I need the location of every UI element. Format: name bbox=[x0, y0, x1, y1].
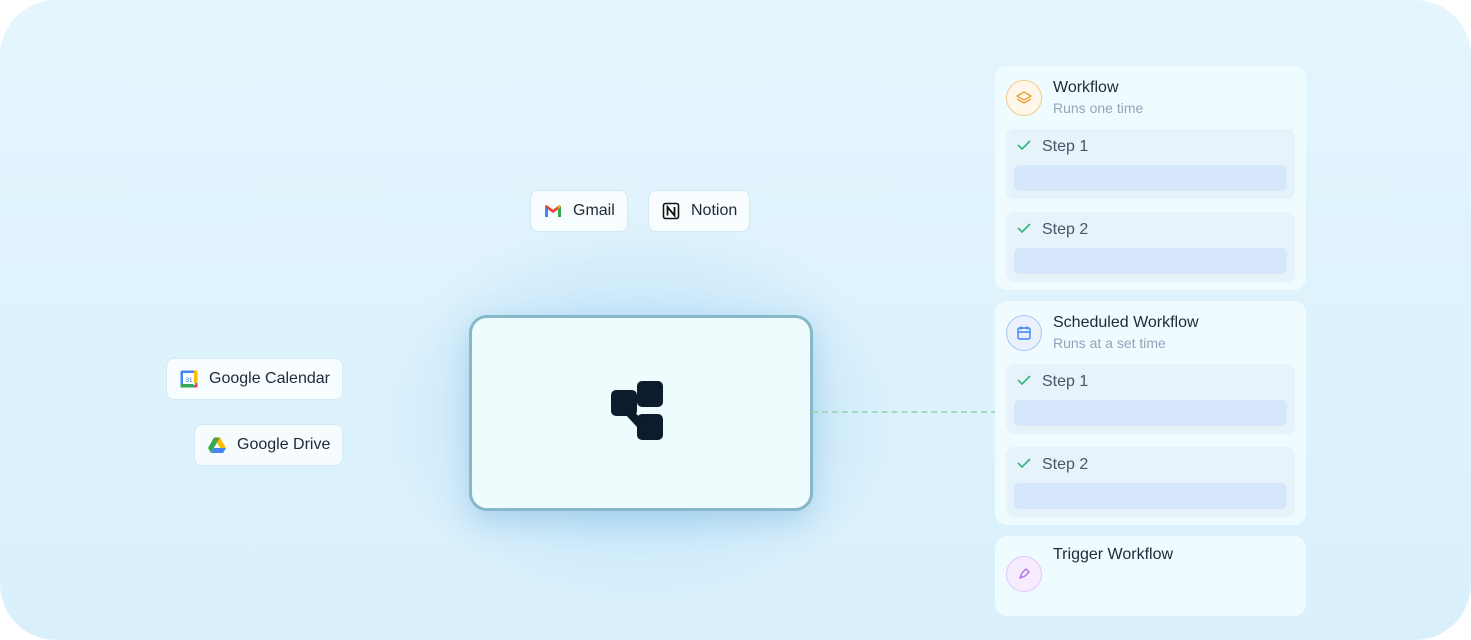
step-placeholder-bar bbox=[1014, 483, 1287, 509]
workflow-step[interactable]: Step 1 bbox=[1006, 129, 1295, 199]
check-icon bbox=[1016, 456, 1032, 475]
check-icon bbox=[1016, 373, 1032, 392]
google-drive-icon bbox=[207, 435, 227, 455]
google-calendar-label: Google Calendar bbox=[209, 370, 330, 387]
workflow-step[interactable]: Step 1 bbox=[1006, 364, 1295, 434]
step-label: Step 1 bbox=[1042, 373, 1089, 390]
step-label: Step 1 bbox=[1042, 138, 1089, 155]
workflow-step[interactable]: Step 2 bbox=[1006, 447, 1295, 517]
svg-text:31: 31 bbox=[185, 377, 193, 384]
google-drive-label: Google Drive bbox=[237, 436, 331, 453]
workflow-step[interactable]: Step 2 bbox=[1006, 212, 1295, 282]
workflow-title: Scheduled Workflow bbox=[1053, 314, 1199, 331]
google-calendar-integration-chip[interactable]: 31 Google Calendar bbox=[166, 358, 343, 400]
step-placeholder-bar bbox=[1014, 165, 1287, 191]
layers-icon bbox=[1006, 80, 1042, 116]
gmail-label: Gmail bbox=[573, 202, 615, 219]
workflow-subtitle: Runs one time bbox=[1053, 100, 1144, 116]
scheduled-workflow-card[interactable]: Scheduled Workflow Runs at a set time St… bbox=[995, 301, 1306, 525]
trigger-workflow-card[interactable]: Trigger Workflow bbox=[995, 536, 1306, 616]
step-label: Step 2 bbox=[1042, 221, 1089, 238]
gmail-integration-chip[interactable]: Gmail bbox=[530, 190, 628, 232]
check-icon bbox=[1016, 138, 1032, 157]
google-calendar-icon: 31 bbox=[179, 369, 199, 389]
step-label: Step 2 bbox=[1042, 456, 1089, 473]
step-placeholder-bar bbox=[1014, 248, 1287, 274]
pen-icon bbox=[1006, 556, 1042, 592]
app-logo-icon bbox=[611, 380, 671, 446]
calendar-icon bbox=[1006, 315, 1042, 351]
notion-label: Notion bbox=[691, 202, 738, 219]
google-drive-integration-chip[interactable]: Google Drive bbox=[194, 424, 344, 466]
dashed-connector bbox=[812, 411, 997, 413]
central-app-card[interactable] bbox=[469, 315, 813, 511]
workflow-subtitle: Runs at a set time bbox=[1053, 335, 1166, 351]
notion-icon bbox=[661, 201, 681, 221]
notion-integration-chip[interactable]: Notion bbox=[648, 190, 751, 232]
gmail-icon bbox=[543, 201, 563, 221]
step-placeholder-bar bbox=[1014, 400, 1287, 426]
check-icon bbox=[1016, 221, 1032, 240]
workflow-title: Workflow bbox=[1053, 79, 1119, 96]
workflow-card[interactable]: Workflow Runs one time Step 1 Step 2 bbox=[995, 66, 1306, 290]
workflow-title: Trigger Workflow bbox=[1053, 546, 1174, 563]
